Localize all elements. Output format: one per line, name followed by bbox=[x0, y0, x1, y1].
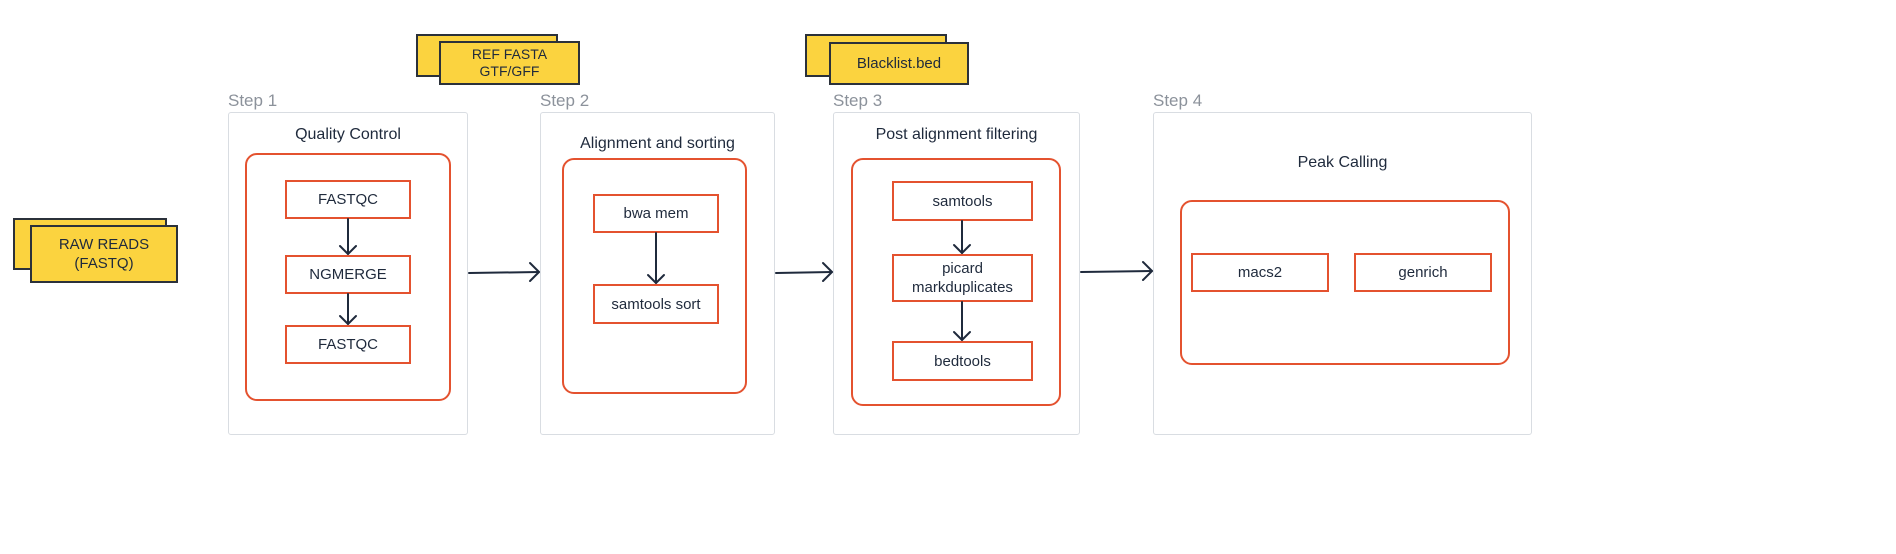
bedtools-box: bedtools bbox=[892, 341, 1033, 381]
step-4-title: Peak Calling bbox=[1297, 154, 1388, 171]
reference-note: REF FASTA GTF/GFF bbox=[439, 41, 580, 85]
bwa-mem-box: bwa mem bbox=[593, 194, 719, 233]
step-3-tool-group bbox=[851, 158, 1061, 406]
step-1-tool-group bbox=[245, 153, 451, 401]
step-1-label: Step 1 bbox=[228, 91, 278, 110]
ngmerge-box: NGMERGE bbox=[285, 255, 411, 294]
step-2-tool-group bbox=[562, 158, 747, 394]
arrow-step2-to-step3 bbox=[775, 262, 833, 282]
macs2-box: macs2 bbox=[1191, 253, 1329, 292]
genrich-box: genrich bbox=[1354, 253, 1492, 292]
picard-markduplicates-box: picard markduplicates bbox=[892, 254, 1033, 302]
arrow-samtools-to-picard bbox=[953, 220, 971, 254]
step-3-title: Post alignment filtering bbox=[875, 126, 1038, 143]
step-4-tool-group bbox=[1180, 200, 1510, 365]
raw-reads-note: RAW READS (FASTQ) bbox=[30, 225, 178, 283]
arrow-ngmerge-to-fastqc bbox=[339, 293, 357, 325]
blacklist-note: Blacklist.bed bbox=[829, 42, 969, 85]
arrow-step1-to-step2 bbox=[468, 262, 540, 282]
step-3-label: Step 3 bbox=[833, 91, 883, 110]
step-2-title: Alignment and sorting bbox=[580, 135, 735, 152]
arrow-step3-to-step4 bbox=[1080, 261, 1153, 281]
step-4-label: Step 4 bbox=[1153, 91, 1203, 110]
samtools-sort-box: samtools sort bbox=[593, 284, 719, 324]
fastqc-box-2: FASTQC bbox=[285, 325, 411, 364]
step-1-title: Quality Control bbox=[295, 126, 401, 143]
arrow-picard-to-bedtools bbox=[953, 301, 971, 341]
step-2-label: Step 2 bbox=[540, 91, 590, 110]
arrow-fastqc-to-ngmerge bbox=[339, 218, 357, 255]
arrow-bwa-to-sort bbox=[647, 232, 665, 284]
samtools-box: samtools bbox=[892, 181, 1033, 221]
